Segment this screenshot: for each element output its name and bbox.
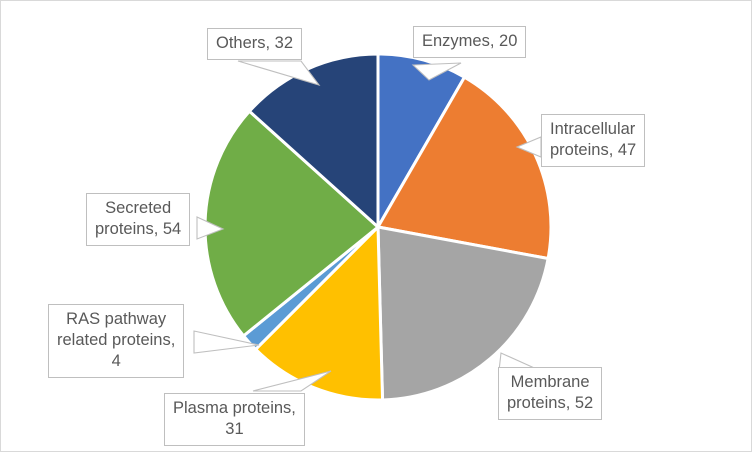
data-label-secreted-proteins: Secreted proteins, 54 <box>86 193 191 247</box>
pie-slices <box>203 52 553 402</box>
data-label-membrane-proteins: Membrane proteins, 52 <box>498 367 603 421</box>
pie-slice-enzymes[interactable] <box>376 52 466 229</box>
leader-line-enzymes <box>411 62 462 81</box>
leader-line-secreted <box>196 216 225 240</box>
pie-slice-membrane-proteins[interactable] <box>376 225 550 402</box>
leader-line-plasma <box>252 370 332 392</box>
data-label-enzymes: Enzymes, 20 <box>413 26 527 59</box>
data-label-intracellular-proteins: Intracellular proteins, 47 <box>541 114 646 168</box>
data-label-plasma-proteins: Plasma proteins, 31 <box>164 393 305 447</box>
data-label-others: Others, 32 <box>207 28 303 61</box>
data-label-ras-pathway-related-proteins: RAS pathway related proteins, 4 <box>48 304 185 379</box>
leader-lines <box>193 60 542 392</box>
leader-line-ras-pathway <box>193 330 260 354</box>
pie-slice-plasma-proteins[interactable] <box>254 225 385 402</box>
leader-line-others <box>237 60 321 86</box>
